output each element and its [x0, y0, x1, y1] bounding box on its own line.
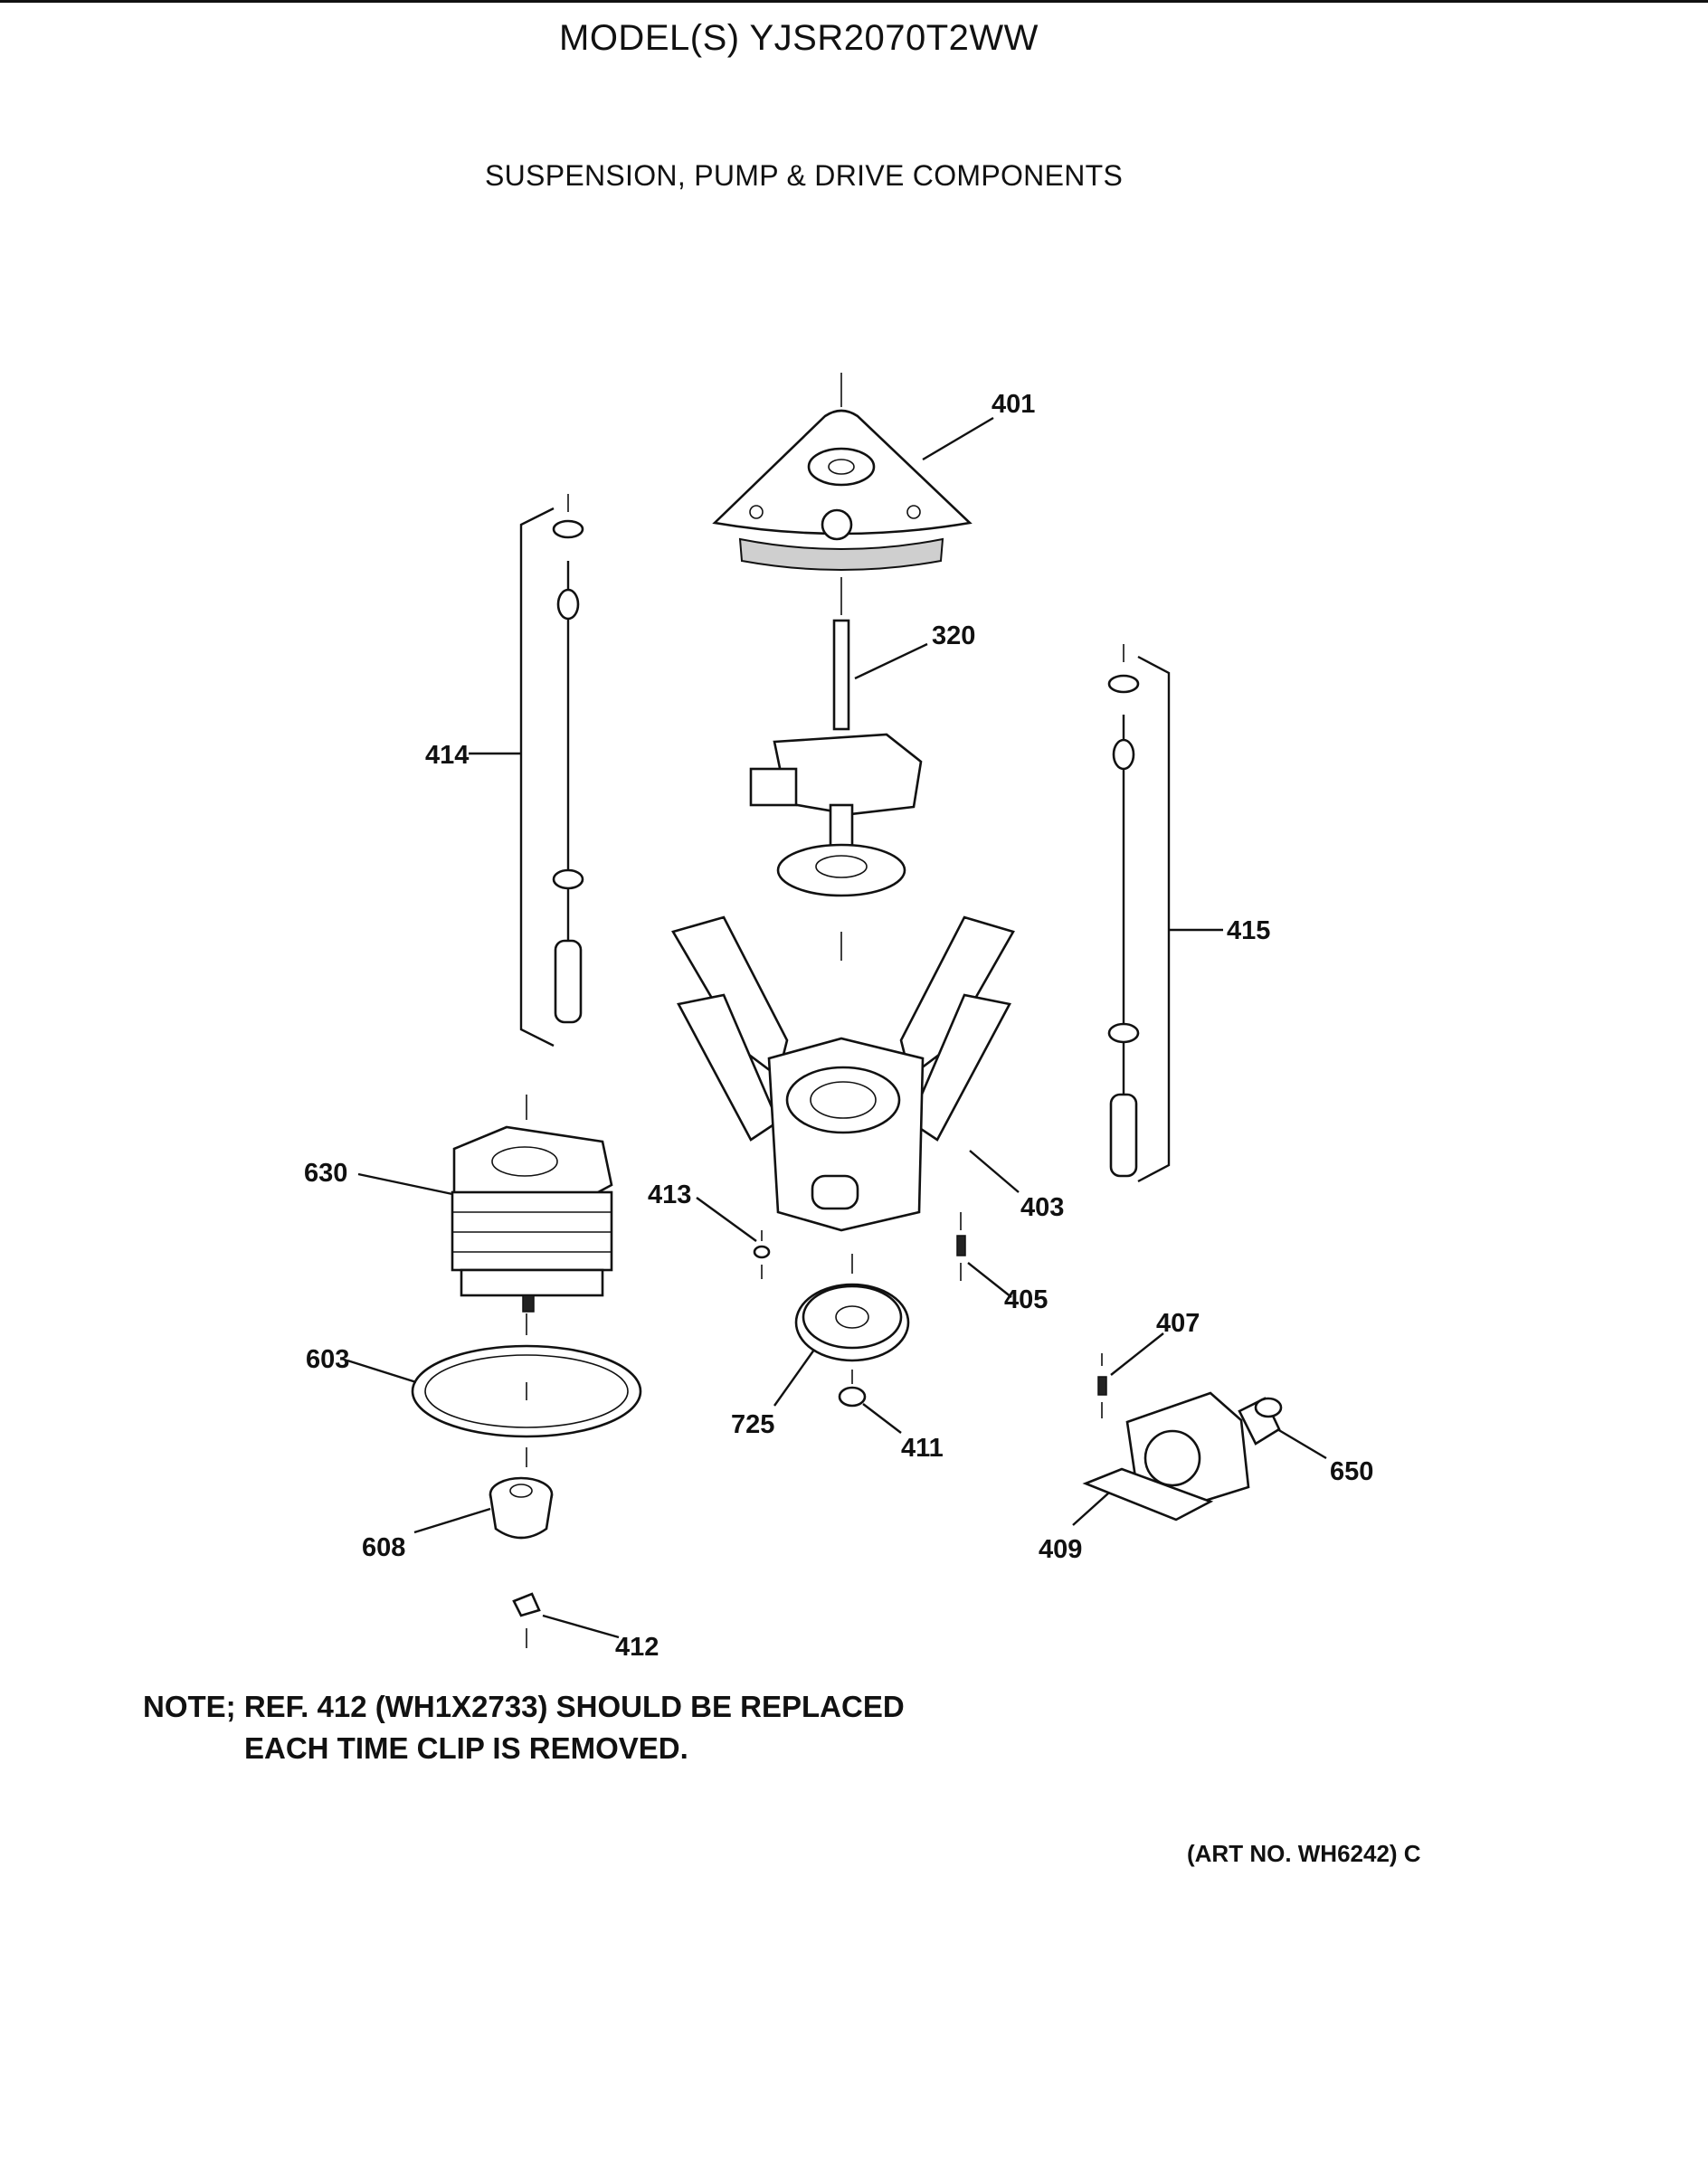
- part-411-nut: [838, 1370, 902, 1434]
- part-725-pulley: [773, 1254, 910, 1407]
- part-415-suspension-rod: [1107, 644, 1223, 1183]
- part-403-frame: [671, 915, 1020, 1232]
- model-title: MODEL(S) YJSR2070T2WW: [559, 18, 1039, 58]
- callout-405: 405: [1004, 1285, 1048, 1314]
- part-405-screw: [956, 1212, 1012, 1298]
- callout-630: 630: [304, 1159, 347, 1188]
- callout-403: 403: [1020, 1193, 1064, 1222]
- callout-608: 608: [362, 1533, 405, 1562]
- callout-412: 412: [615, 1633, 659, 1662]
- callout-407: 407: [1156, 1309, 1200, 1338]
- part-414-suspension-rod: [469, 494, 584, 1048]
- note-line-2: EACH TIME CLIP IS REMOVED.: [244, 1731, 688, 1765]
- callout-603: 603: [306, 1345, 349, 1374]
- part-608-pulley: [413, 1476, 554, 1540]
- part-603-belt: [346, 1313, 642, 1467]
- part-413-nut: [696, 1197, 771, 1279]
- part-401-cover: [712, 373, 994, 615]
- part-412-clip: [512, 1592, 620, 1648]
- callout-401: 401: [992, 390, 1035, 419]
- note-line-1: NOTE; REF. 412 (WH1X2733) SHOULD BE REPL…: [143, 1690, 905, 1723]
- callout-415: 415: [1227, 916, 1270, 945]
- callout-725: 725: [731, 1410, 774, 1439]
- art-number: (ART NO. WH6242) C: [1187, 1840, 1421, 1867]
- callout-413: 413: [648, 1180, 691, 1209]
- callout-411: 411: [901, 1434, 944, 1463]
- callout-414: 414: [425, 741, 469, 770]
- replacement-note: NOTE; REF. 412 (WH1X2733) SHOULD BE REPL…: [143, 1686, 905, 1769]
- part-409-bracket: [1072, 1467, 1214, 1526]
- part-407-screw: [1097, 1332, 1164, 1418]
- top-rule: [0, 0, 1708, 3]
- callout-409: 409: [1039, 1535, 1082, 1564]
- callout-650: 650: [1330, 1457, 1373, 1486]
- callout-320: 320: [932, 621, 975, 650]
- part-630-motor: [357, 1095, 613, 1313]
- section-subtitle: SUSPENSION, PUMP & DRIVE COMPONENTS: [485, 159, 1124, 192]
- part-320-transmission: [749, 619, 928, 961]
